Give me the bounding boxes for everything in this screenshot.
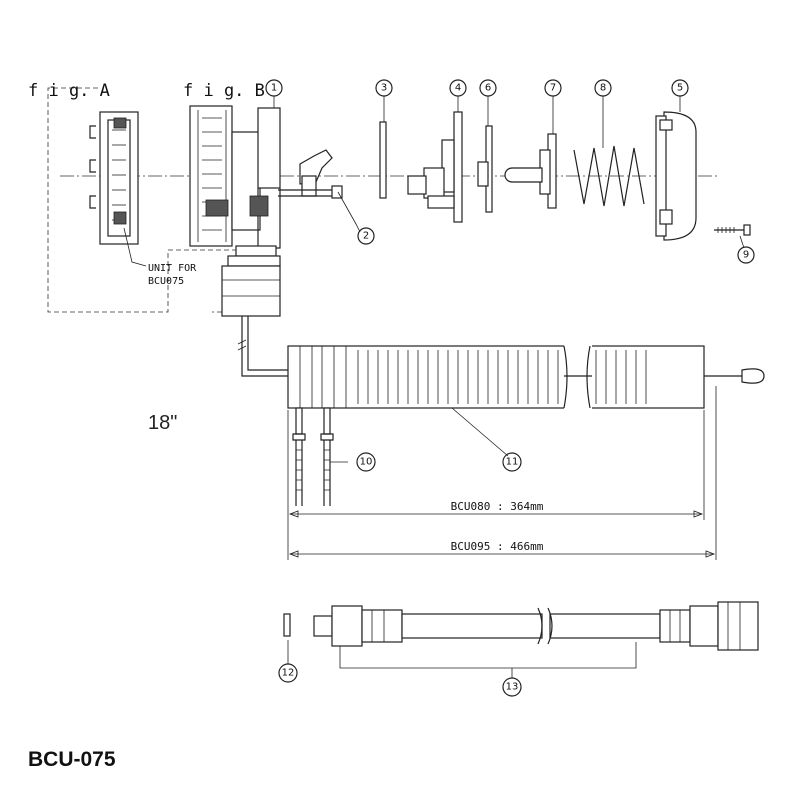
callout-4: 4 xyxy=(449,79,467,97)
callout-7: 7 xyxy=(544,79,562,97)
callout-12: 12 xyxy=(278,663,298,683)
part-3-washer xyxy=(379,121,387,199)
fig-b-valve-body xyxy=(189,105,281,317)
callout-number: 13 xyxy=(506,682,519,693)
part-12-o-ring xyxy=(283,613,291,637)
callout-number: 4 xyxy=(455,83,461,94)
callout-number: 9 xyxy=(743,250,749,261)
part-2-float-arm xyxy=(278,149,343,199)
callout-number: 7 xyxy=(550,83,556,94)
unit-note-line2: BCU075 xyxy=(148,276,184,287)
fig-a-unit xyxy=(89,111,139,245)
dimension-lines xyxy=(287,386,717,560)
unit-note-leader xyxy=(123,227,147,267)
callout-number: 11 xyxy=(506,457,519,468)
part-6-diaphragm xyxy=(477,125,493,213)
size-label: 18" xyxy=(148,412,178,434)
fig-a-label: f i g. A xyxy=(28,81,110,101)
callout-number: 10 xyxy=(360,457,373,468)
dim-bcu095: BCU095 : 466mm xyxy=(451,540,544,553)
callout-3: 3 xyxy=(375,79,393,97)
callout-leaders xyxy=(273,96,745,678)
callout-number: 3 xyxy=(381,83,387,94)
connector-rod xyxy=(241,316,290,377)
part-9-screw xyxy=(714,224,751,236)
model-title: BCU-075 xyxy=(28,748,116,771)
callout-number: 8 xyxy=(600,83,606,94)
callout-number: 5 xyxy=(677,83,683,94)
dim-bcu080: BCU080 : 364mm xyxy=(451,500,544,513)
callout-6: 6 xyxy=(479,79,497,97)
callout-8: 8 xyxy=(594,79,612,97)
part-4-valve-seat xyxy=(407,111,463,223)
callout-number: 12 xyxy=(282,668,295,679)
callout-number: 1 xyxy=(271,83,277,94)
callout-10: 10 xyxy=(356,452,376,472)
callout-11: 11 xyxy=(502,452,522,472)
part-10-pins xyxy=(292,407,334,506)
fig-b-label: f i g. B xyxy=(183,81,265,101)
part-13-hose xyxy=(313,601,759,651)
callout-13: 13 xyxy=(502,677,522,697)
callout-9: 9 xyxy=(737,246,755,264)
unit-note-line1: UNIT FOR xyxy=(148,263,197,274)
part-5-cap xyxy=(655,111,697,241)
callout-5: 5 xyxy=(671,79,689,97)
fig-a-bracket xyxy=(47,87,169,313)
part-8-spring xyxy=(573,145,645,207)
callout-number: 2 xyxy=(363,231,369,242)
part-11-float xyxy=(287,344,765,410)
callout-1: 1 xyxy=(265,79,283,97)
callout-number: 6 xyxy=(485,83,491,94)
part-7-plunger xyxy=(504,133,557,209)
callout-2: 2 xyxy=(357,227,375,245)
